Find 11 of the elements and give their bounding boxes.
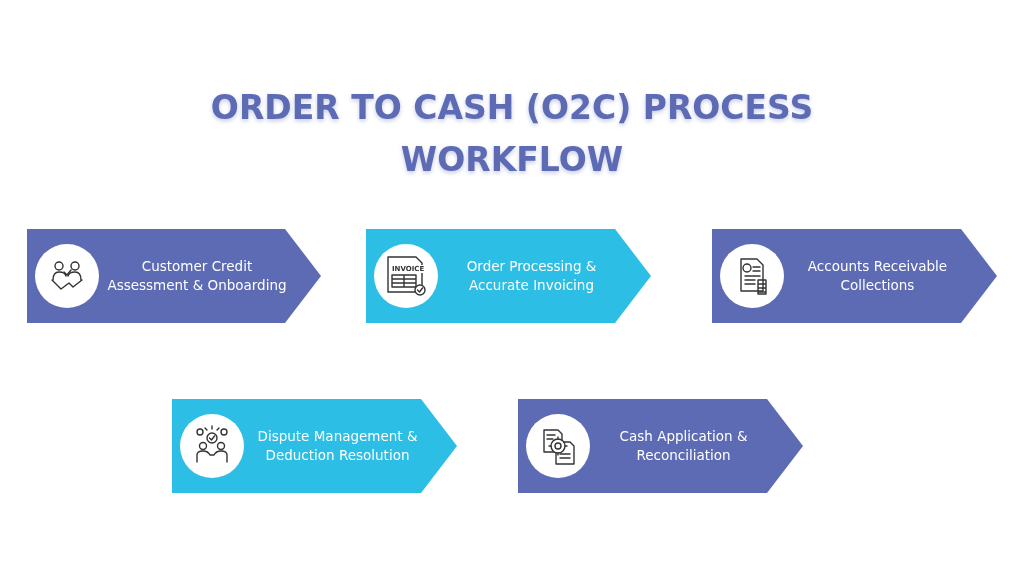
process-chevron (518, 399, 803, 493)
step-label: Order Processing & Accurate Invoicing (465, 257, 598, 295)
process-chevron (27, 229, 321, 323)
step-label: Cash Application & Reconciliation (618, 427, 749, 465)
step-label: Accounts Receivable Collections (806, 257, 949, 295)
process-chevron (712, 229, 997, 323)
diagram-title: ORDER TO CASH (O2C) PROCESS WORKFLOW (209, 87, 815, 181)
process-chevron (172, 399, 457, 493)
step-label: Customer Credit Assessment & Onboarding (106, 257, 288, 295)
process-chevron (366, 229, 651, 323)
step-label: Dispute Management & Deduction Resolution (256, 427, 419, 465)
